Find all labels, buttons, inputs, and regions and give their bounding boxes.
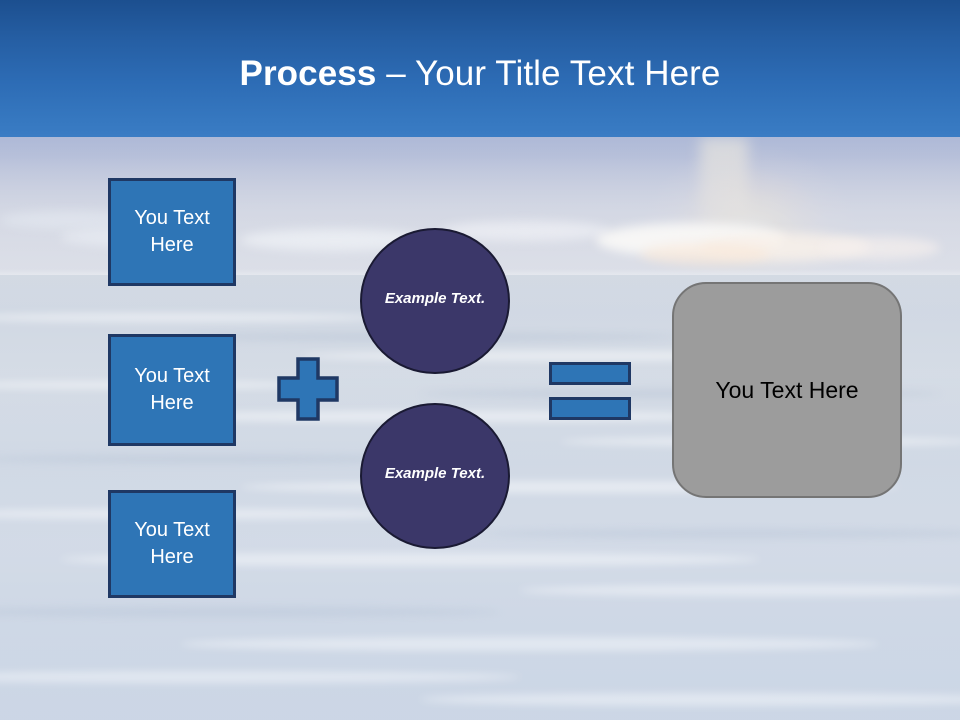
cloud [640,243,770,265]
cloud [240,229,430,251]
input-box-3[interactable]: You Text Here [108,490,236,598]
water-ripple [520,585,960,596]
cloud [820,237,940,259]
plus-icon [277,357,339,421]
equals-bar-bottom [549,397,631,420]
result-box-label: You Text Here [715,376,859,403]
page-title-regular: – Your Title Text Here [376,54,721,93]
water-ripple [0,607,500,617]
cloud [440,221,610,241]
page-title: Process – Your Title Text Here [0,52,960,96]
equals-icon [549,362,631,420]
input-box-2-label: You Text Here [134,365,210,414]
water-ripple [180,637,880,651]
page-title-bold: Process [239,54,377,93]
input-box-1-label: You Text Here [134,207,210,256]
water-ripple [420,693,960,706]
input-box-2[interactable]: You Text Here [108,334,236,446]
input-box-3-label: You Text Here [134,519,210,568]
process-circle-2-label: Example Text. [384,465,486,482]
water-ripple [0,313,380,322]
process-circle-1-label: Example Text. [384,290,486,307]
cloud [0,211,140,229]
water-ripple [0,455,440,463]
water-ripple [0,671,520,683]
water-ripple [480,529,960,538]
water-ripple [300,351,860,361]
result-box[interactable]: You Text Here [672,282,902,498]
slide-header: Process – Your Title Text Here [0,0,960,137]
equals-bar-top [549,362,631,385]
process-circle-1[interactable]: Example Text. [360,228,510,374]
input-box-1[interactable]: You Text Here [108,178,236,286]
process-circle-2[interactable]: Example Text. [360,403,510,549]
